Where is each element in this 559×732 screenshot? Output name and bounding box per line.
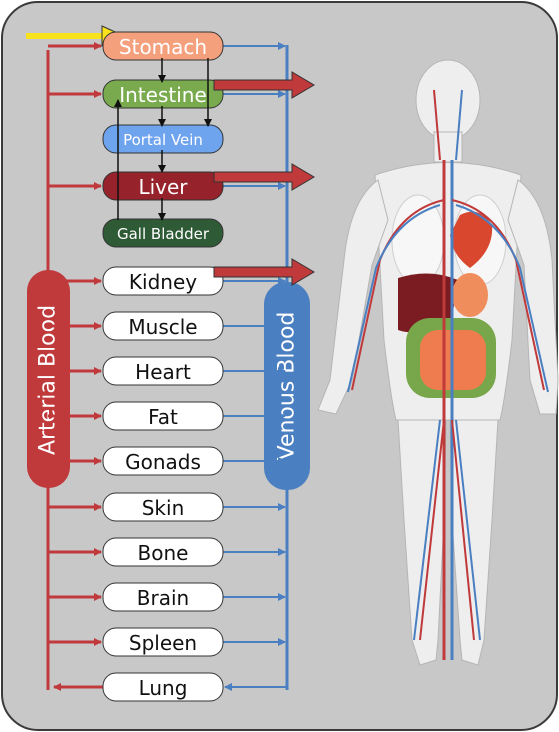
organ-label: Intestine: [119, 83, 207, 107]
organ-label: Skin: [142, 496, 185, 520]
human-body-illustration: [318, 60, 558, 665]
organ-label: Heart: [135, 360, 191, 384]
venous-blood-label: Venous Blood: [275, 312, 300, 461]
organ-label: Spleen: [129, 631, 197, 655]
organ-gonads: Gonads: [48, 447, 285, 475]
organ-skin: Skin: [48, 493, 285, 521]
organ-portal-vein: Portal Vein: [103, 125, 223, 153]
organ-label: Kidney: [129, 270, 197, 294]
organ-muscle: Muscle: [48, 312, 285, 340]
red-excretion-arrow-icon: [214, 72, 314, 285]
organ-lung: Lung: [54, 673, 287, 701]
organ-label: Lung: [139, 676, 188, 700]
organ-fat: Fat: [48, 402, 285, 430]
organ-label: Bone: [138, 541, 189, 565]
organ-label: Liver: [138, 175, 188, 199]
organ-label: Stomach: [119, 35, 207, 59]
organ-label: Fat: [148, 405, 178, 429]
organ-label: Gonads: [125, 450, 201, 474]
organ-label: Gall Bladder: [117, 225, 210, 243]
venous-blood-bar: Venous Blood: [264, 282, 310, 490]
organ-gall-bladder: Gall Bladder: [103, 219, 223, 247]
organ-label: Brain: [137, 586, 189, 610]
organ-bone: Bone: [48, 538, 285, 566]
organ-label: Muscle: [128, 315, 197, 339]
arterial-blood-bar: Arterial Blood: [27, 270, 70, 488]
organ-heart: Heart: [48, 357, 285, 385]
organ-brain: Brain: [48, 583, 285, 611]
organ-spleen: Spleen: [48, 628, 285, 656]
organ-label: Portal Vein: [123, 131, 203, 149]
